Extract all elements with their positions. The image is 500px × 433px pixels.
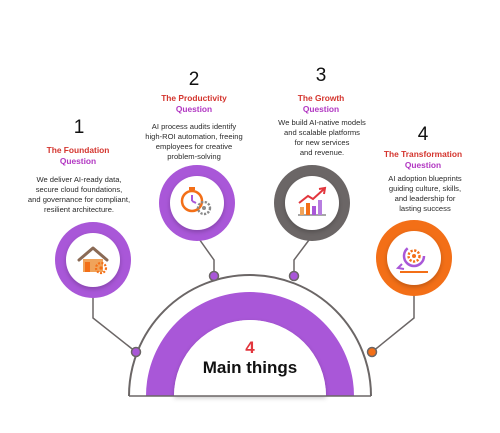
connector-3	[293, 235, 313, 276]
transformation-cycle-icon	[395, 244, 428, 273]
item-2-desc-line: AI process audits identify	[151, 122, 237, 131]
item-3-heading-line1: The Growth	[297, 93, 345, 103]
center-inner-disc	[174, 320, 326, 396]
item-1-desc-line: and governance for compliant,	[27, 194, 131, 204]
connector-dot-1	[130, 346, 142, 358]
item-4-desc-line: AI adoption blueprints	[388, 174, 462, 183]
item-4-description: AI adoption blueprints guiding culture, …	[370, 174, 480, 213]
center-number: 4	[245, 338, 255, 357]
connector-dot-2	[208, 270, 220, 282]
item-1-desc-line: secure cloud foundations,	[35, 184, 123, 194]
connector-4	[371, 293, 415, 353]
item-4-heading: The Transformation Question	[370, 149, 476, 170]
item-3-desc-line: and scalable platforms	[284, 127, 360, 137]
item-4-desc-line: lasting success	[399, 203, 451, 213]
item-4-heading-line2: Question	[404, 159, 442, 170]
node-4	[376, 220, 452, 296]
outer-arc	[128, 274, 372, 397]
item-2-heading: The Productivity Question	[138, 93, 250, 114]
item-4-desc-line: guiding culture, skills,	[388, 183, 462, 193]
item-1-desc-line: resilient architecture.	[43, 204, 115, 214]
item-2-heading-line1: The Productivity	[161, 93, 227, 103]
node-1	[55, 222, 131, 298]
item-2-desc-line: employees for creative	[155, 141, 233, 151]
item-1-heading-line2: Question	[59, 155, 97, 166]
center-arc-ring	[146, 292, 354, 396]
item-3-desc-line: and revenue.	[299, 147, 345, 157]
item-3-desc-line: We build AI-native models	[278, 118, 366, 127]
house-gear-icon	[77, 246, 109, 275]
item-3-desc-line: for new services	[294, 137, 350, 147]
item-3-heading-line2: Question	[302, 103, 340, 114]
stopwatch-gear-icon	[180, 187, 212, 216]
node-3	[274, 165, 350, 241]
item-3-heading: The Growth Question	[266, 93, 376, 114]
item-2-description: AI process audits identify high-ROI auto…	[128, 122, 260, 161]
growth-chart-icon	[298, 186, 327, 216]
item-1-heading: The Foundation Question	[26, 145, 130, 166]
item-1-description: We deliver AI-ready data, secure cloud f…	[14, 175, 144, 214]
item-1-desc-line: We deliver AI-ready data,	[36, 175, 122, 184]
connector-2	[196, 235, 215, 276]
item-2-number: 2	[188, 69, 200, 90]
item-2-desc-line: high-ROI automation, freeing	[145, 131, 243, 141]
item-3-description: We build AI-native models and scalable p…	[258, 118, 386, 157]
item-3-number: 3	[315, 65, 327, 86]
center-label: Main things	[202, 358, 298, 377]
item-1-heading-line1: The Foundation	[46, 145, 110, 155]
item-1-number: 1	[73, 117, 85, 138]
item-2-heading-line2: Question	[175, 103, 213, 114]
node-2	[159, 165, 235, 241]
item-4-number: 4	[417, 124, 429, 145]
item-2-desc-line: problem-solving	[167, 151, 221, 161]
item-4-heading-line1: The Transformation	[383, 149, 463, 159]
item-4-desc-line: and leadership for	[394, 193, 456, 203]
connector-dot-3	[288, 270, 300, 282]
connector-dot-4	[366, 346, 378, 358]
